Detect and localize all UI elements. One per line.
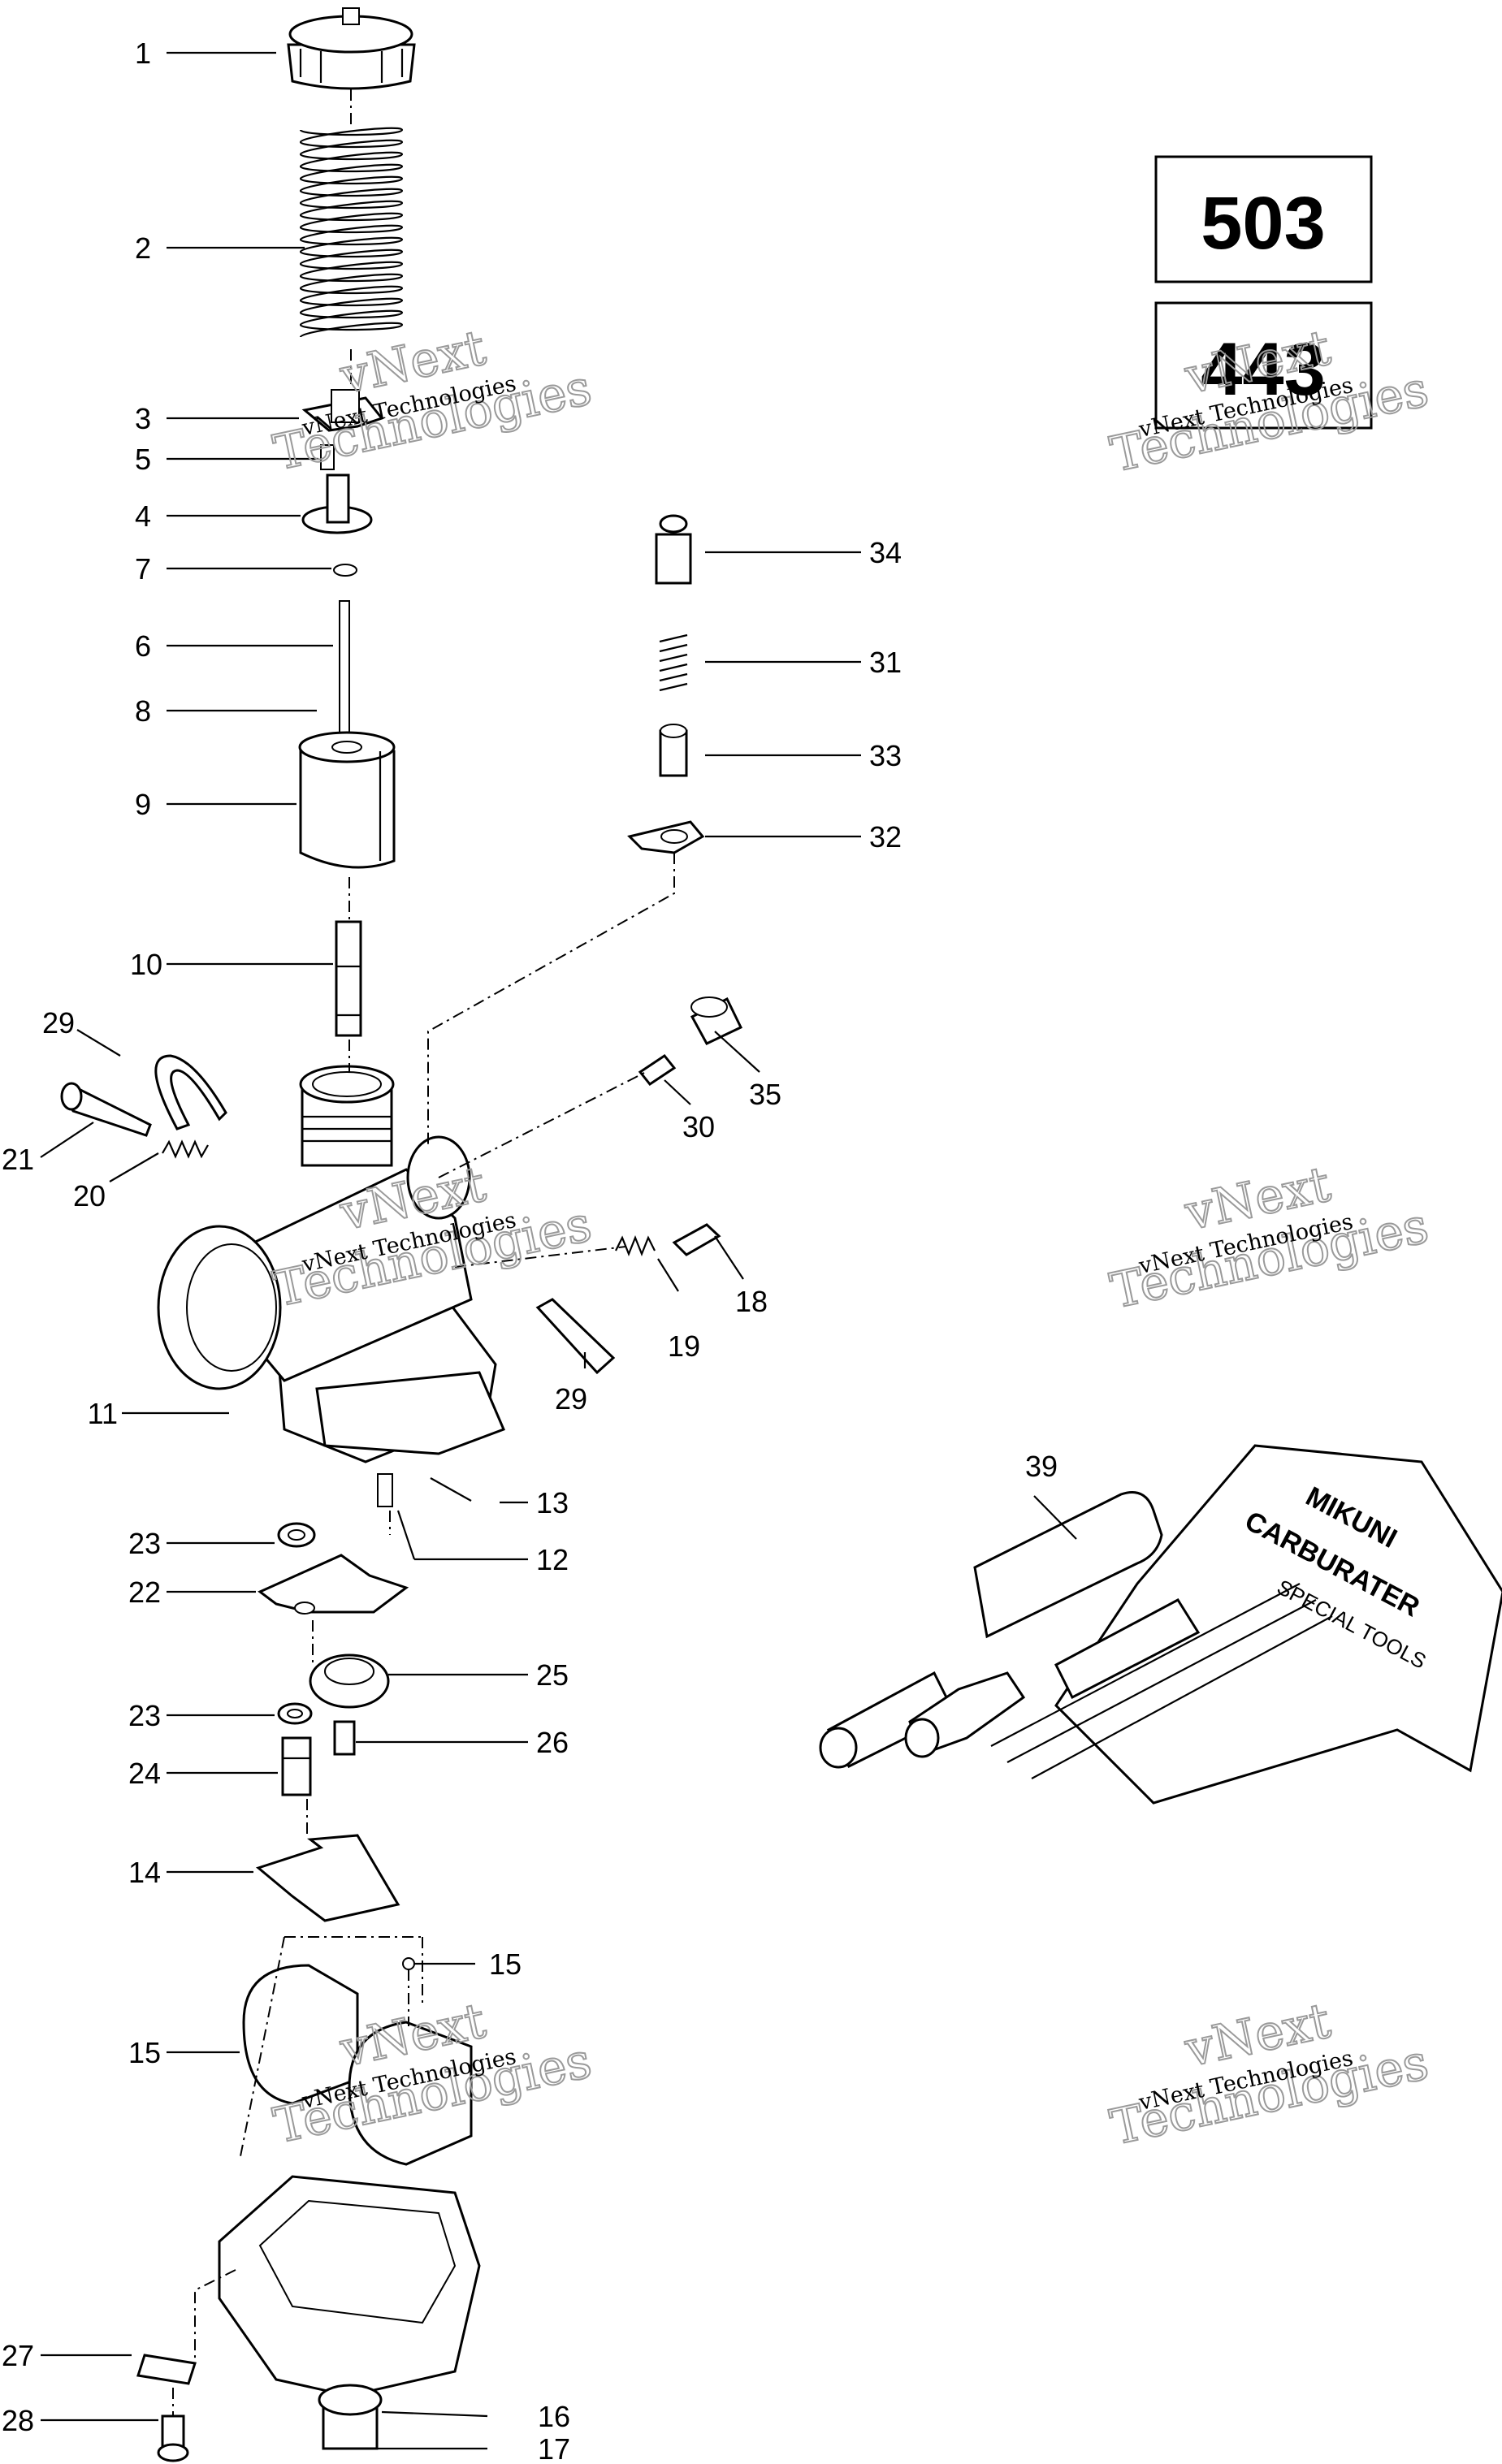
callout-7: 7: [135, 552, 151, 586]
callout-17: 17: [538, 2432, 570, 2464]
callout-18: 18: [735, 1285, 768, 1318]
leader-lines: [40, 51, 1077, 2450]
part-float-right: [348, 2021, 473, 2166]
callout-32: 32: [869, 820, 902, 854]
watermark-right-3: vNext Technologies vNext Technologies: [1105, 1991, 1434, 2157]
callout-9: 9: [135, 788, 151, 821]
callout-14: 14: [128, 1856, 161, 1889]
part-jet-needle: [339, 600, 350, 748]
part-throttle-slide: [298, 731, 396, 869]
callout-34: 34: [869, 536, 902, 569]
callout-27: 27: [2, 2339, 34, 2372]
callout-23-bottom: 23: [128, 1699, 161, 1732]
part-float-bowl: [218, 2175, 481, 2450]
part-pilot-jet: [638, 1053, 677, 1087]
part-spring: [299, 127, 404, 339]
callout-6: 6: [135, 629, 151, 663]
part-choke-plunger: [659, 724, 688, 777]
callout-23-top: 23: [128, 1527, 161, 1560]
part-cap: [287, 7, 416, 90]
callout-10: 10: [130, 948, 162, 981]
part-choke-nut: [655, 514, 692, 585]
callout-3: 3: [135, 402, 151, 435]
callout-25: 25: [536, 1658, 569, 1692]
callout-19: 19: [668, 1329, 700, 1363]
callout-35: 35: [749, 1078, 781, 1111]
part-bowl-screw: [157, 2414, 189, 2462]
part-washer-bottom: [277, 1702, 313, 1725]
callout-20: 20: [73, 1179, 106, 1213]
part-vent-hose-straight: [535, 1298, 616, 1375]
part-rubber-cap: [690, 996, 743, 1045]
part-vent-hose-bent: [154, 1054, 227, 1130]
callout-26: 26: [536, 1726, 569, 1759]
part-jet-holder-ring: [309, 1653, 390, 1709]
callout-1: 1: [135, 37, 151, 70]
part-main-jet: [333, 1720, 356, 1756]
model-label-443: 443: [1201, 328, 1326, 411]
callout-29-left: 29: [42, 1006, 75, 1040]
callout-16: 16: [538, 2400, 570, 2433]
callout-39: 39: [1025, 1450, 1058, 1483]
part-e-clip: [333, 564, 357, 577]
model-label-503: 503: [1201, 182, 1326, 265]
part-clip-plate: [301, 389, 384, 432]
callout-12: 12: [536, 1543, 569, 1576]
callout-5: 5: [135, 443, 151, 476]
part-small-pin: [320, 444, 335, 470]
callout-29-right: 29: [555, 1382, 587, 1416]
callout-2: 2: [135, 231, 151, 265]
callout-13: 13: [536, 1486, 569, 1519]
part-air-screw-spring: [162, 1139, 209, 1159]
part-needle-jet-holder: [281, 1736, 312, 1796]
callout-15-right: 15: [489, 1947, 522, 1981]
callout-4: 4: [135, 499, 151, 533]
assembly-lines: [172, 89, 675, 2416]
watermark-right-2: vNext Technologies vNext Technologies: [1105, 1155, 1434, 1321]
part-choke-spring: [659, 633, 688, 692]
part-idle-spring: [615, 1235, 656, 1256]
part-float-pin: [402, 1957, 415, 1970]
callout-33: 33: [869, 739, 902, 772]
callout-28: 28: [2, 2404, 34, 2437]
model-box-443: 443: [1154, 301, 1373, 430]
callout-24: 24: [128, 1757, 161, 1790]
callout-21: 21: [2, 1143, 34, 1176]
callout-11: 11: [88, 1397, 118, 1430]
model-box-503: 503: [1154, 155, 1373, 283]
callout-8: 8: [135, 694, 151, 728]
part-idle-screw: [672, 1223, 721, 1256]
callout-numbers: 1 2 3 5 4 7 6 8 9 10 29 21 20 11 23 22 2…: [2, 37, 1058, 2464]
part-pin: [430, 1477, 472, 1502]
callout-30: 30: [682, 1110, 715, 1143]
part-main-jet-small: [377, 1473, 393, 1507]
callout-31: 31: [869, 646, 902, 679]
callout-15-left: 15: [128, 2036, 161, 2069]
part-air-screw: [60, 1082, 152, 1137]
part-baffle-plate: [258, 1554, 409, 1615]
part-washer-top: [277, 1522, 316, 1548]
part-special-tool-kit: MIKUNI CARBURATER SPECIAL TOOLS: [819, 1444, 1502, 1805]
part-needle-jet: [335, 920, 362, 1037]
part-needle-retainer: [301, 473, 373, 534]
callout-22: 22: [128, 1576, 161, 1609]
part-choke-gasket: [627, 820, 705, 854]
part-float-arm: [255, 1834, 400, 1922]
part-bowl-clip: [136, 2354, 197, 2385]
part-carburetor-body: [157, 1065, 505, 1463]
